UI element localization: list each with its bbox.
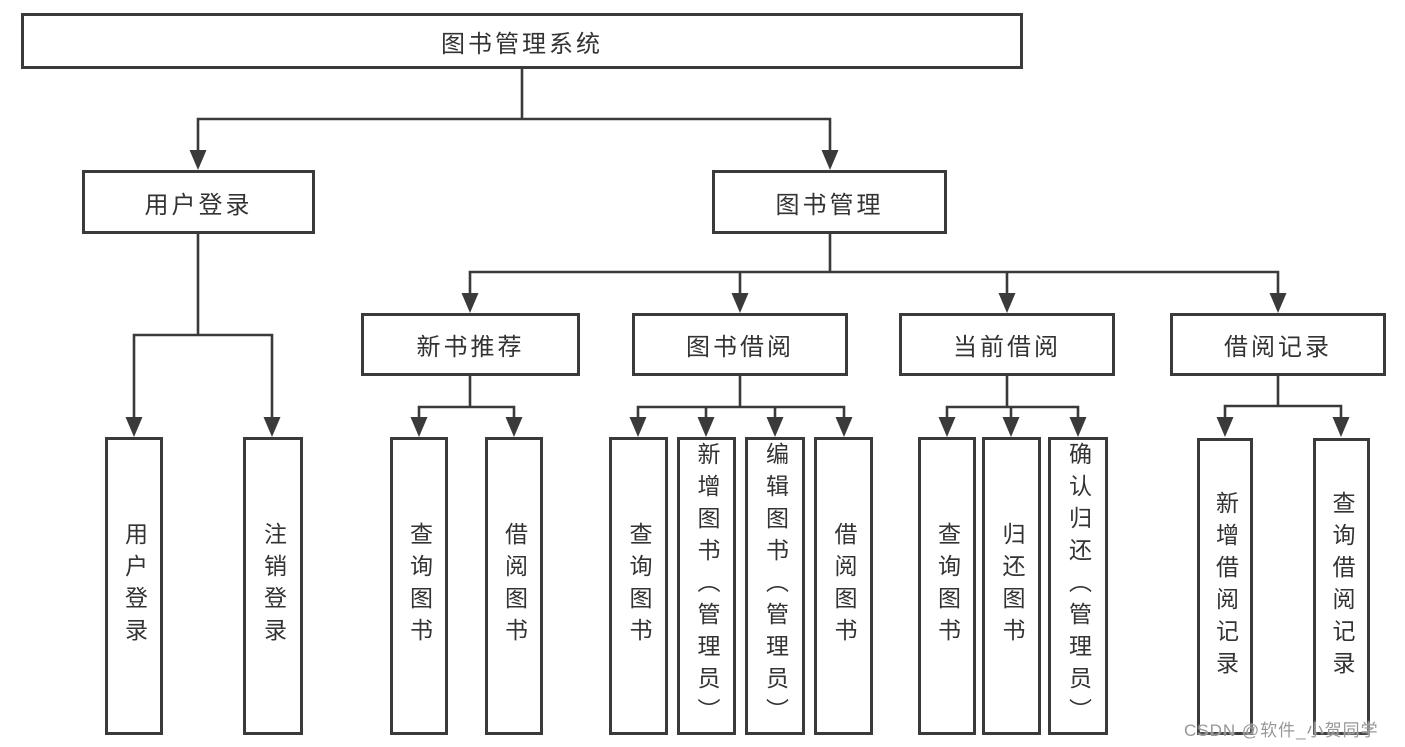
leaf-add-books-admin-label: 新增图书（管理员） — [694, 442, 720, 730]
node-user-login-label: 用户登录 — [144, 191, 253, 219]
leaf-logout-label: 注销登录 — [260, 522, 287, 650]
node-root-label: 图书管理系统 — [441, 30, 603, 58]
leaf-confirm-return-admin-label: 确认归还（管理员） — [1065, 442, 1092, 730]
leaf-query-borrow-record-label: 查询借阅记录 — [1329, 490, 1355, 683]
leaf-edit-books-admin-label: 编辑图书（管理员） — [762, 442, 789, 730]
node-borrowing-records: 借阅记录 — [1170, 313, 1386, 376]
leaf-query-books-recommendation-label: 查询图书 — [406, 522, 433, 650]
leaf-user-login-label: 用户登录 — [121, 522, 148, 650]
leaf-query-books-current-label: 查询图书 — [934, 522, 961, 650]
node-root: 图书管理系统 — [21, 13, 1023, 69]
node-new-book-recommendation-label: 新书推荐 — [416, 334, 525, 361]
leaf-confirm-return-admin: 确认归还（管理员） — [1048, 437, 1108, 735]
node-current-borrowing: 当前借阅 — [899, 313, 1115, 376]
leaf-borrow-books-borrowing: 借阅图书 — [814, 437, 873, 735]
node-new-book-recommendation: 新书推荐 — [361, 313, 580, 376]
node-book-borrowing: 图书借阅 — [632, 313, 848, 376]
leaf-query-books-recommendation: 查询图书 — [390, 437, 448, 735]
leaf-add-books-admin: 新增图书（管理员） — [677, 437, 736, 735]
leaf-borrow-books-borrowing-label: 借阅图书 — [831, 522, 857, 650]
leaf-return-books: 归还图书 — [982, 437, 1041, 735]
leaf-add-borrow-record-label: 新增借阅记录 — [1212, 490, 1239, 683]
leaf-query-borrow-record: 查询借阅记录 — [1313, 438, 1370, 735]
leaf-query-books-current: 查询图书 — [918, 437, 976, 735]
node-user-login: 用户登录 — [82, 170, 315, 234]
leaf-edit-books-admin: 编辑图书（管理员） — [745, 437, 805, 735]
leaf-logout: 注销登录 — [243, 437, 303, 735]
node-book-borrowing-label: 图书借阅 — [686, 334, 794, 361]
leaf-query-books-borrowing: 查询图书 — [609, 437, 668, 735]
leaf-add-borrow-record: 新增借阅记录 — [1197, 438, 1253, 735]
node-current-borrowing-label: 当前借阅 — [953, 334, 1061, 361]
leaf-borrow-books-recommendation-label: 借阅图书 — [501, 522, 528, 650]
node-book-management-label: 图书管理 — [775, 191, 884, 219]
leaf-return-books-label: 归还图书 — [999, 522, 1025, 650]
node-borrowing-records-label: 借阅记录 — [1224, 334, 1332, 361]
leaf-user-login: 用户登录 — [105, 437, 163, 735]
watermark: CSDN @软件_小贺同学 — [1184, 721, 1379, 740]
leaf-query-books-borrowing-label: 查询图书 — [626, 522, 652, 650]
leaf-borrow-books-recommendation: 借阅图书 — [485, 437, 543, 735]
node-book-management: 图书管理 — [712, 170, 947, 234]
